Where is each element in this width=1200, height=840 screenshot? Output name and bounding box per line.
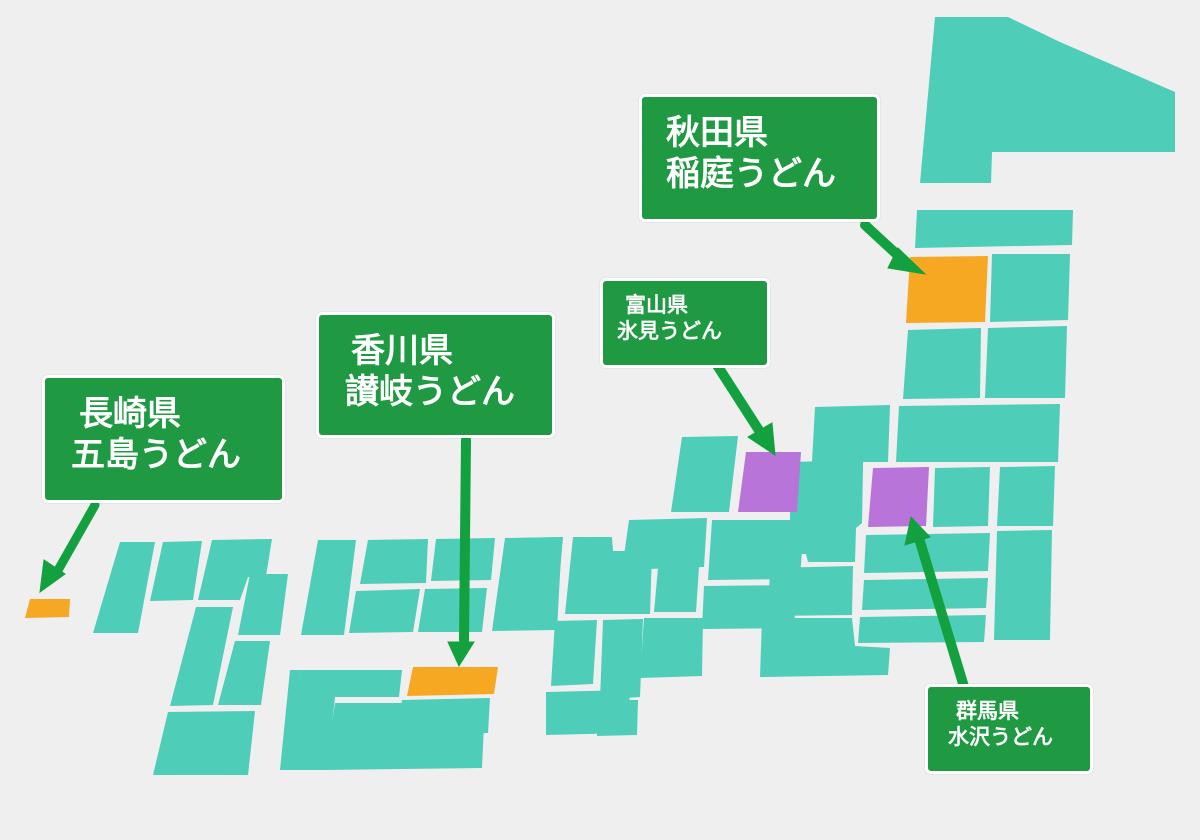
tile-aichi <box>702 585 797 629</box>
tile-shimane <box>360 539 428 584</box>
tile-shizuoka <box>760 618 890 677</box>
tile-shikoku-west <box>280 670 300 770</box>
arrow-akita-head <box>887 247 927 275</box>
tile-tokyo <box>862 578 988 610</box>
tile-gunma-highlight <box>868 467 929 527</box>
tile-iwate <box>990 254 1070 322</box>
arrow-nagasaki <box>52 500 100 577</box>
callout-akita: 秋田県 稲庭うどん <box>639 94 880 222</box>
tile-chiba <box>994 530 1052 640</box>
tile-kanagawa <box>858 615 986 643</box>
tile-mie <box>640 618 703 678</box>
callout-gunma: 群馬県 水沢うどん <box>925 684 1093 774</box>
tile-okayama <box>418 588 487 632</box>
tile-niigata-a <box>812 405 890 462</box>
tile-miyazaki <box>238 574 288 635</box>
tile-miyagi <box>985 326 1067 398</box>
tile-saga <box>150 541 202 601</box>
tile-akita-highlight <box>906 256 988 323</box>
callout-gunma-udon: 水沢うどん <box>948 724 1053 749</box>
tile-yamagata <box>903 328 981 399</box>
tile-gifu <box>708 520 804 580</box>
prefecture-tiles <box>93 17 1175 775</box>
callout-arrows <box>39 220 970 695</box>
callout-kagawa-udon: 讃岐うどん <box>345 372 515 413</box>
tile-ehime <box>288 670 402 770</box>
arrow-toyama <box>710 357 767 440</box>
arrow-kagawa-head <box>447 641 475 668</box>
tile-kyoto <box>565 537 652 614</box>
tile-yamaguchi <box>301 540 356 635</box>
tile-toyama-highlight <box>738 452 801 512</box>
callout-toyama-prefecture: 富山県 <box>625 293 688 317</box>
tile-kagawa-highlight <box>407 667 498 696</box>
tile-tochigi <box>933 467 990 527</box>
tile-ibaraki <box>997 466 1055 526</box>
callout-kagawa: 香川県 讃岐うどん <box>316 312 555 438</box>
callout-nagasaki: 長崎県 五島うどん <box>42 375 285 503</box>
tile-fukushima <box>896 404 1060 462</box>
callout-toyama: 富山県 氷見うどん <box>600 278 770 368</box>
tile-goto-highlight <box>25 599 70 618</box>
callout-akita-prefecture: 秋田県 <box>666 113 768 153</box>
tile-aomori <box>915 210 1073 248</box>
tile-ishikawa <box>671 436 738 512</box>
highlighted-tiles <box>25 256 988 696</box>
tile-oita <box>198 539 272 600</box>
arrow-gunma <box>913 530 970 695</box>
tile-tokushima <box>398 698 490 735</box>
callout-gunma-prefecture: 群馬県 <box>956 699 1019 723</box>
tile-nara <box>600 619 643 700</box>
tile-wakayama-b <box>597 700 638 736</box>
tile-osaka <box>551 620 597 686</box>
arrow-nagasaki-head <box>39 559 66 594</box>
tile-shiga <box>654 567 699 612</box>
callout-akita-udon: 稲庭うどん <box>666 154 836 195</box>
tile-hokkaido <box>920 17 1175 183</box>
tile-hiroshima <box>349 589 420 633</box>
tile-kyushu-south <box>292 673 315 770</box>
tile-chugoku-east <box>492 537 563 631</box>
tile-kumamoto <box>170 607 233 706</box>
callout-kagawa-prefecture: 香川県 <box>351 331 453 371</box>
callout-nagasaki-prefecture: 長崎県 <box>79 394 181 434</box>
callout-toyama-udon: 氷見うどん <box>617 318 722 343</box>
tile-fukuoka <box>93 542 155 633</box>
arrow-toyama-head <box>747 422 776 456</box>
tile-niigata <box>790 460 863 470</box>
callout-nagasaki-udon: 五島うどん <box>71 435 241 476</box>
tile-kagoshima <box>153 711 255 775</box>
arrow-kagawa <box>459 435 471 645</box>
tile-nagasaki-main <box>218 641 270 705</box>
arrow-gunma-head <box>904 515 931 546</box>
tile-nagano <box>790 462 863 562</box>
